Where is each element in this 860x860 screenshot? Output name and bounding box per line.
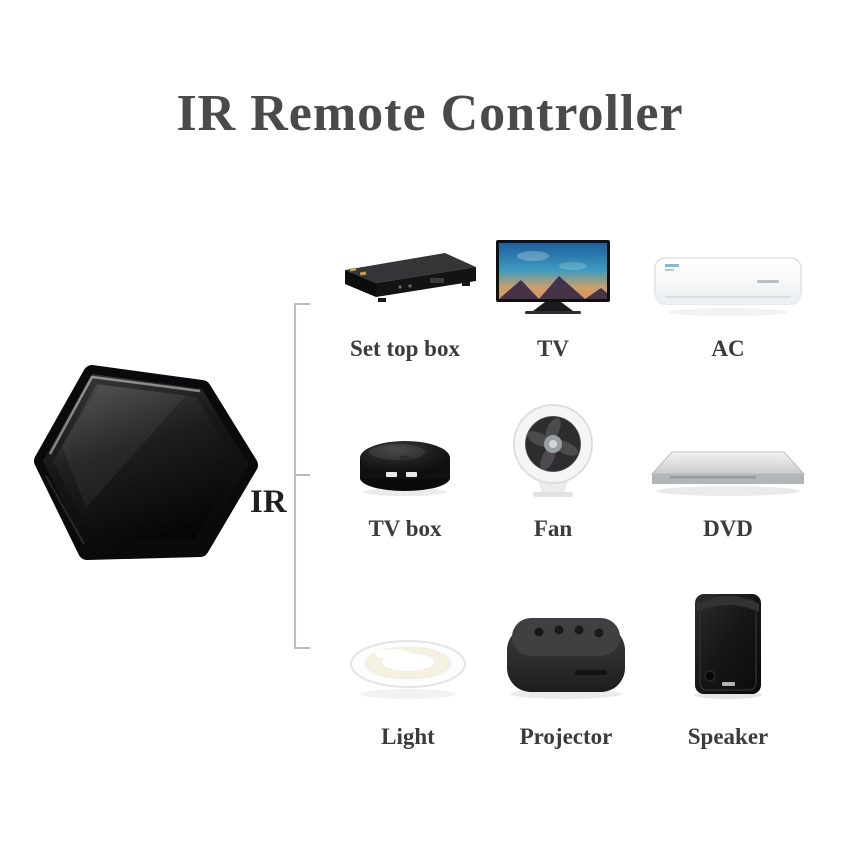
device-cell-tv: TV bbox=[468, 222, 638, 362]
page-title: IR Remote Controller bbox=[176, 85, 684, 142]
device-cell-speaker: Speaker bbox=[640, 580, 816, 750]
device-label: Set top box bbox=[350, 336, 460, 361]
speaker-icon bbox=[694, 594, 762, 699]
ac-icon bbox=[654, 257, 802, 316]
bracket-vertical-line bbox=[294, 303, 296, 649]
device-cell-ac: AC bbox=[643, 222, 813, 362]
device-cell-fan: Fan bbox=[468, 400, 638, 542]
ir-label: IR bbox=[250, 484, 287, 520]
device-label: Speaker bbox=[687, 724, 769, 749]
tv-icon bbox=[496, 240, 610, 314]
device-label: Fan bbox=[533, 516, 573, 541]
bracket-top-tick bbox=[294, 303, 310, 305]
device-label: DVD bbox=[703, 516, 753, 541]
fan-icon bbox=[513, 404, 593, 497]
bracket-middle-tick bbox=[294, 474, 310, 476]
device-label: AC bbox=[711, 336, 745, 361]
device-cell-light: Light bbox=[320, 580, 496, 750]
device-label: TV bbox=[537, 336, 569, 361]
device-cell-projector: Projector bbox=[478, 580, 654, 750]
device-cell-tv-box: TV box bbox=[320, 400, 490, 542]
dvd-icon bbox=[650, 451, 806, 496]
tv-box-icon bbox=[360, 441, 450, 496]
light-icon bbox=[350, 640, 466, 699]
projector-icon bbox=[507, 618, 625, 699]
bracket-bottom-tick bbox=[294, 647, 310, 649]
ir-remote-device bbox=[28, 358, 276, 588]
device-cell-dvd: DVD bbox=[643, 400, 813, 542]
device-label: TV box bbox=[368, 516, 442, 541]
device-cell-set-top-box: Set top box bbox=[320, 222, 490, 362]
device-label: Projector bbox=[519, 724, 613, 749]
set-top-box-icon bbox=[345, 253, 476, 302]
ir-remote-device-icon bbox=[34, 365, 258, 560]
device-label: Light bbox=[381, 724, 435, 749]
